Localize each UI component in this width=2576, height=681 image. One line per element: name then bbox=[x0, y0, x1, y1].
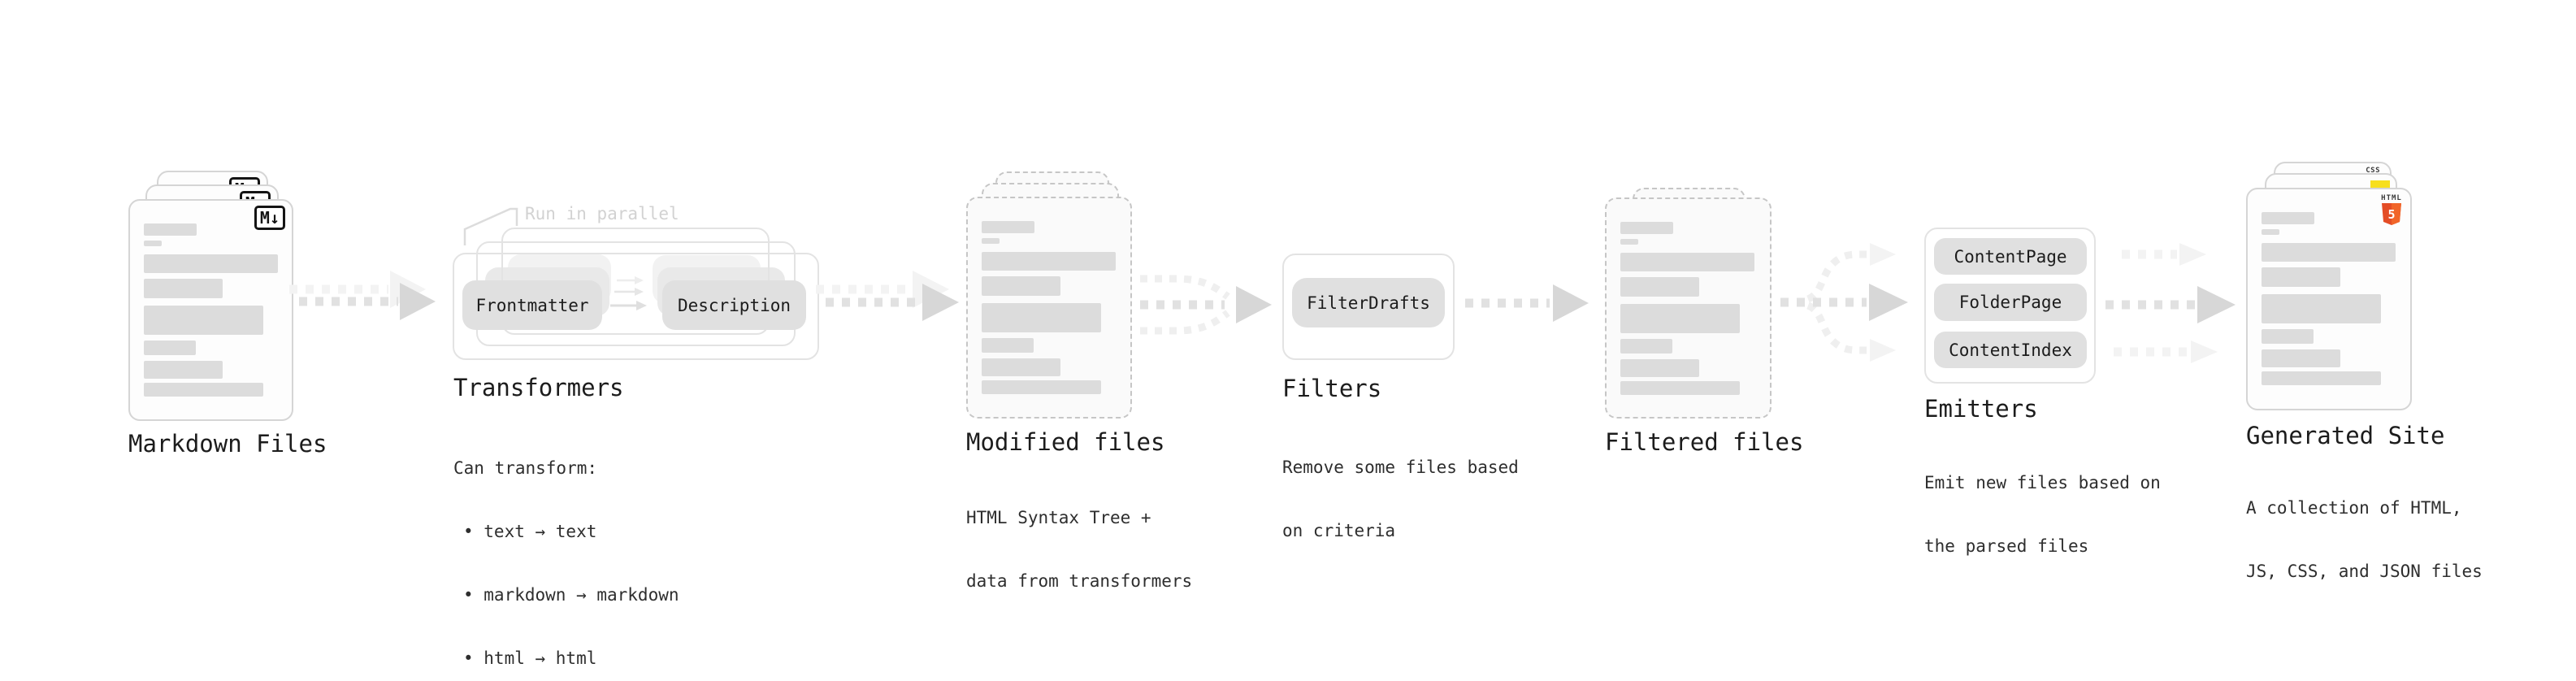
filters-label: Filters bbox=[1282, 375, 1382, 402]
placeholder-bar bbox=[1620, 253, 1754, 271]
emitter-content-index-box: ContentIndex bbox=[1934, 332, 2087, 368]
transformer-flow-arrows-icon bbox=[610, 276, 647, 310]
markdown-icon: M↓ bbox=[254, 206, 285, 230]
placeholder-bar bbox=[144, 254, 278, 273]
placeholder-bar bbox=[144, 279, 223, 298]
placeholder-bar bbox=[1620, 222, 1673, 234]
placeholder-bar bbox=[2262, 212, 2314, 224]
emitters-desc-line: the parsed files bbox=[1924, 536, 2089, 556]
filter-drafts-box: FilterDrafts bbox=[1292, 278, 1445, 327]
placeholder-bar bbox=[144, 241, 162, 246]
generated-desc-line: A collection of HTML, bbox=[2246, 498, 2462, 518]
filtered-files-label: Filtered files bbox=[1605, 428, 1804, 456]
transformers-label: Transformers bbox=[453, 374, 624, 401]
emitters-desc-line: Emit new files based on bbox=[1924, 473, 2161, 492]
placeholder-bar bbox=[982, 380, 1101, 394]
modified-files-label: Modified files bbox=[966, 428, 1165, 456]
placeholder-bar bbox=[2262, 267, 2340, 287]
generated-site-label: Generated Site bbox=[2246, 422, 2445, 449]
placeholder-bar bbox=[144, 223, 197, 236]
placeholder-bar bbox=[2262, 329, 2314, 344]
placeholder-bar bbox=[1620, 239, 1638, 245]
transformers-bullet: • markdown → markdown bbox=[463, 585, 679, 605]
placeholder-bar bbox=[1620, 304, 1740, 333]
placeholder-bar bbox=[1620, 359, 1699, 377]
transformers-bullet: • text → text bbox=[463, 522, 597, 541]
placeholder-bar bbox=[1620, 277, 1699, 297]
run-in-parallel-note: Run in parallel bbox=[525, 204, 679, 223]
html5-number: 5 bbox=[2387, 207, 2395, 222]
placeholder-bar bbox=[144, 383, 263, 397]
transformer-frontmatter-box: Frontmatter bbox=[462, 280, 602, 330]
html5-icon-label: HTML bbox=[2381, 194, 2402, 202]
generated-file-html: HTML 5 bbox=[2246, 188, 2412, 410]
placeholder-bar bbox=[982, 358, 1060, 376]
generated-desc-line: JS, CSS, and JSON files bbox=[2246, 562, 2483, 581]
arrow-emitters-to-generated bbox=[2105, 243, 2236, 363]
modified-desc-line: HTML Syntax Tree + bbox=[966, 508, 1151, 527]
arrow-filtered-to-emitters bbox=[1780, 243, 1908, 362]
placeholder-bar bbox=[982, 303, 1101, 332]
placeholder-bar bbox=[1620, 339, 1672, 354]
generated-site-description: A collection of HTML, JS, CSS, and JSON … bbox=[2246, 455, 2483, 624]
placeholder-bar bbox=[2262, 243, 2396, 262]
placeholder-bar bbox=[144, 361, 223, 379]
filters-desc-line: on criteria bbox=[1282, 521, 1396, 540]
html5-icon: HTML 5 bbox=[2381, 194, 2402, 228]
filtered-file-front bbox=[1605, 197, 1772, 419]
placeholder-bar bbox=[144, 306, 263, 335]
transformers-container-front bbox=[453, 253, 819, 360]
placeholder-bar bbox=[1620, 381, 1740, 395]
arrow-transformers-to-modified bbox=[816, 271, 959, 321]
emitters-container bbox=[1924, 228, 2096, 384]
modified-file-front bbox=[966, 197, 1132, 419]
placeholder-bar bbox=[2262, 349, 2340, 367]
note-leader-line bbox=[463, 207, 518, 245]
arrow-modified-to-filters bbox=[1140, 275, 1272, 335]
placeholder-bar bbox=[982, 276, 1060, 296]
transformer-description-box: Description bbox=[662, 280, 806, 330]
placeholder-bar bbox=[982, 221, 1034, 233]
arrow-markdown-to-transformers bbox=[289, 271, 436, 320]
emitters-label: Emitters bbox=[1924, 395, 2038, 423]
markdown-files-label: Markdown Files bbox=[128, 430, 327, 458]
modified-files-description: HTML Syntax Tree + data from transformer… bbox=[966, 465, 1192, 634]
emitter-content-page-box: ContentPage bbox=[1934, 238, 2087, 275]
placeholder-bar bbox=[982, 338, 1034, 353]
doc-content-placeholder bbox=[2262, 212, 2396, 385]
placeholder-bar bbox=[144, 340, 196, 355]
doc-content-placeholder bbox=[1620, 222, 1754, 395]
placeholder-bar bbox=[982, 238, 1000, 244]
emitters-description: Emit new files based on the parsed files bbox=[1924, 430, 2161, 599]
placeholder-bar bbox=[2262, 229, 2279, 235]
transformers-bullet: • html → html bbox=[463, 648, 597, 668]
emitter-folder-page-box: FolderPage bbox=[1934, 284, 2087, 321]
modified-desc-line: data from transformers bbox=[966, 571, 1193, 591]
filters-desc-line: Remove some files based bbox=[1282, 458, 1519, 477]
doc-content-placeholder bbox=[982, 221, 1116, 394]
placeholder-bar bbox=[2262, 371, 2381, 385]
transformers-description: Can transform: • text → text • markdown … bbox=[453, 415, 679, 681]
markdown-file-front: M↓ bbox=[128, 199, 293, 421]
arrow-filters-to-filtered bbox=[1465, 284, 1589, 322]
placeholder-bar bbox=[982, 252, 1116, 271]
filters-container bbox=[1282, 254, 1455, 360]
doc-content-placeholder bbox=[144, 223, 278, 397]
placeholder-bar bbox=[2262, 294, 2381, 323]
transformers-desc-title: Can transform: bbox=[453, 458, 598, 478]
filters-description: Remove some files based on criteria bbox=[1282, 414, 1519, 583]
html5-shield: 5 bbox=[2382, 203, 2401, 225]
